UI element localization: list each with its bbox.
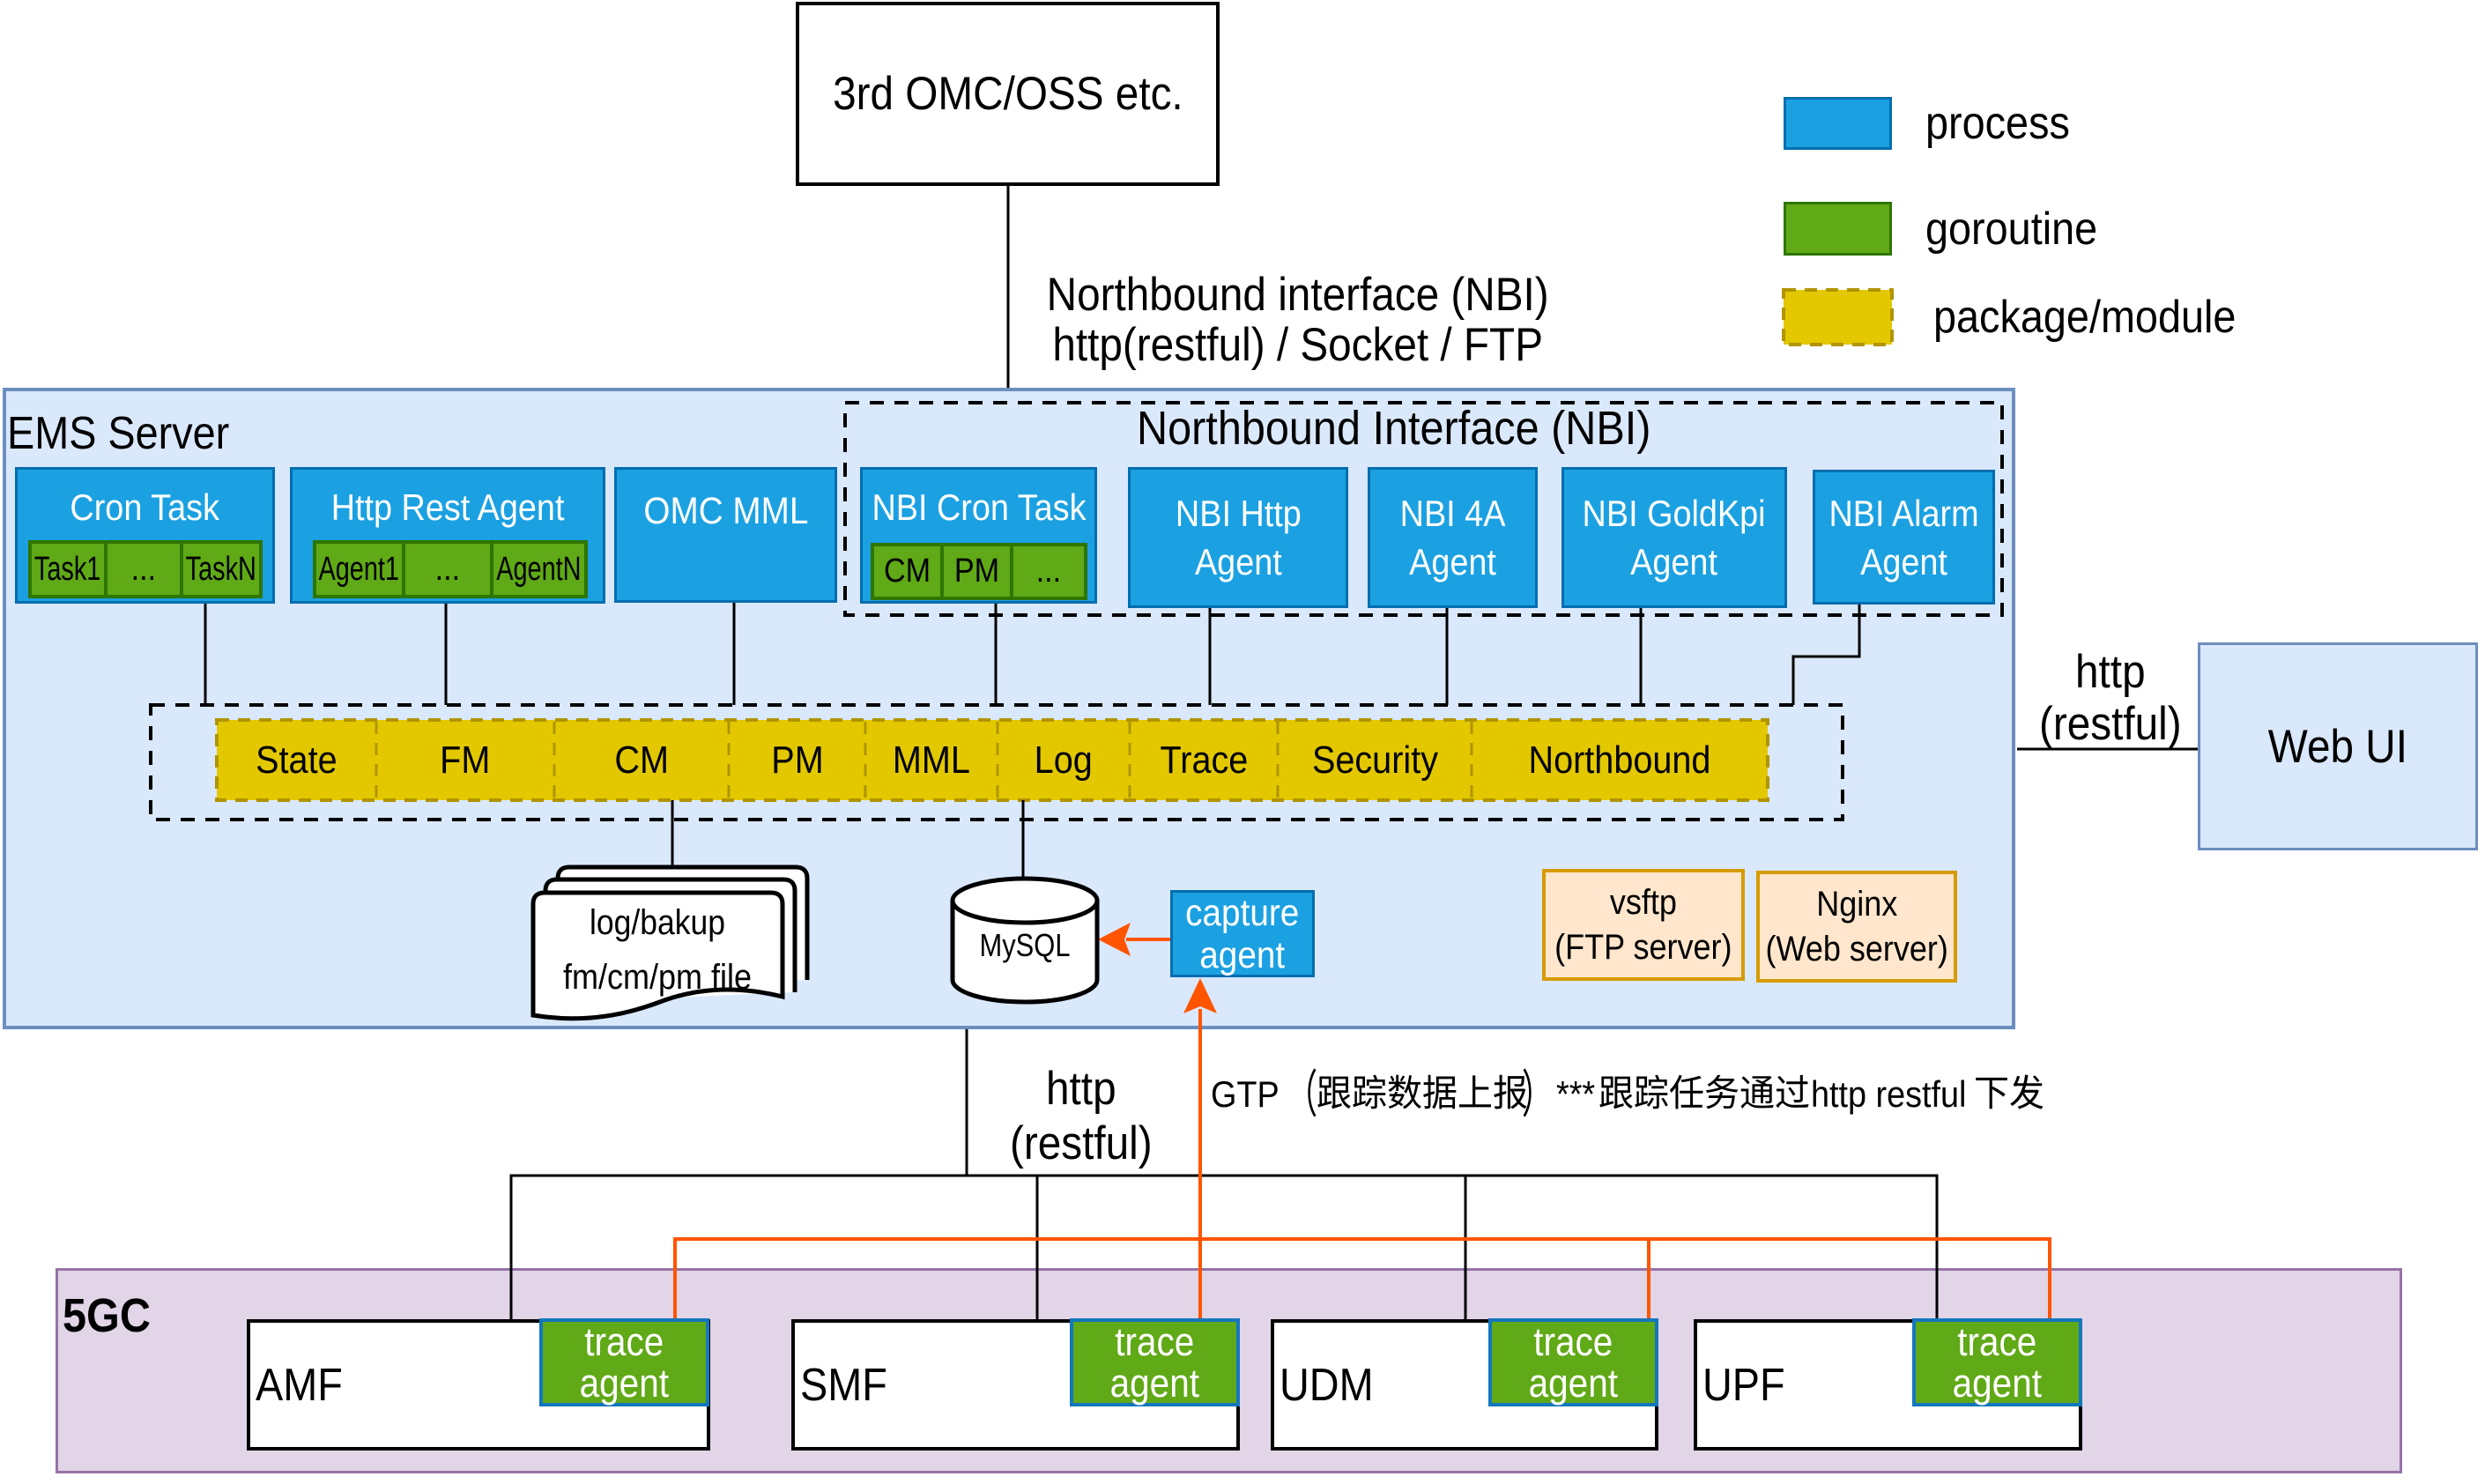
svg-text:fm/cm/pm file: fm/cm/pm file — [563, 958, 752, 997]
svg-text:log/bakup: log/bakup — [590, 903, 725, 942]
svg-text:MySQL: MySQL — [980, 927, 1071, 963]
svg-text:http restful: http restful — [1811, 1074, 1966, 1115]
svg-text:***: *** — [1556, 1074, 1595, 1115]
svg-text:GTP: GTP — [1211, 1074, 1280, 1115]
